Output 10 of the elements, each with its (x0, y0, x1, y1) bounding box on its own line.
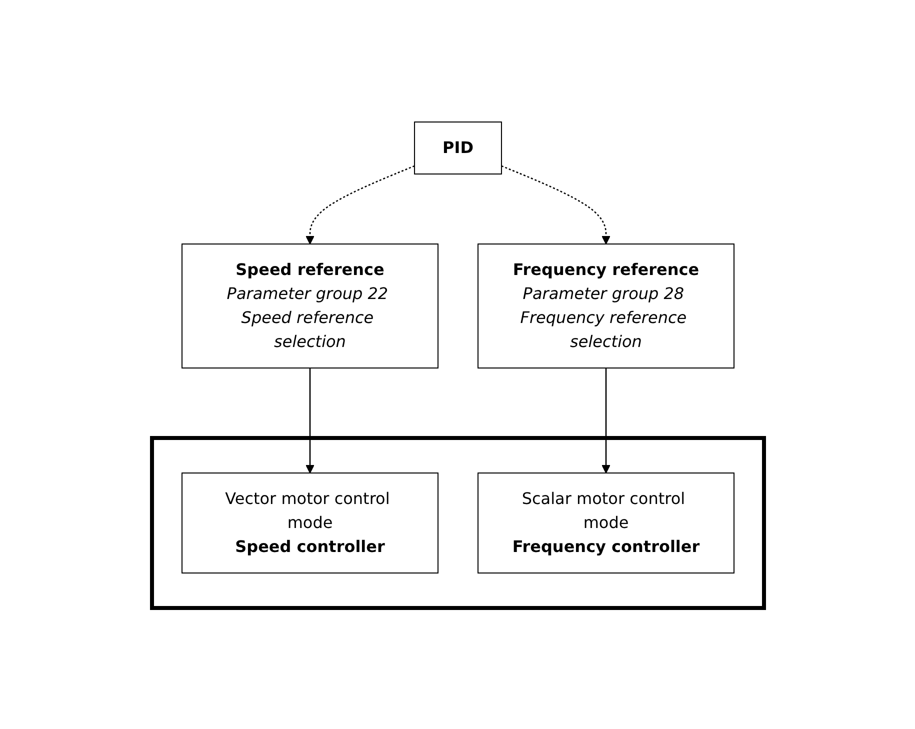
node-box: Scalar motor control mode Frequency controller (477, 472, 734, 573)
arrow (305, 164, 414, 244)
arrow (601, 368, 610, 473)
node-box: PID (414, 121, 502, 174)
node-box: Speed reference Parameter group 22 Speed reference selection (181, 243, 438, 368)
arrow (305, 368, 314, 473)
node-box: Vector motor control mode Speed controller (181, 472, 438, 573)
cluster (150, 436, 766, 610)
node-box: Frequency reference Parameter group 28 Frequency reference selection (477, 243, 734, 368)
arrow (500, 164, 610, 244)
